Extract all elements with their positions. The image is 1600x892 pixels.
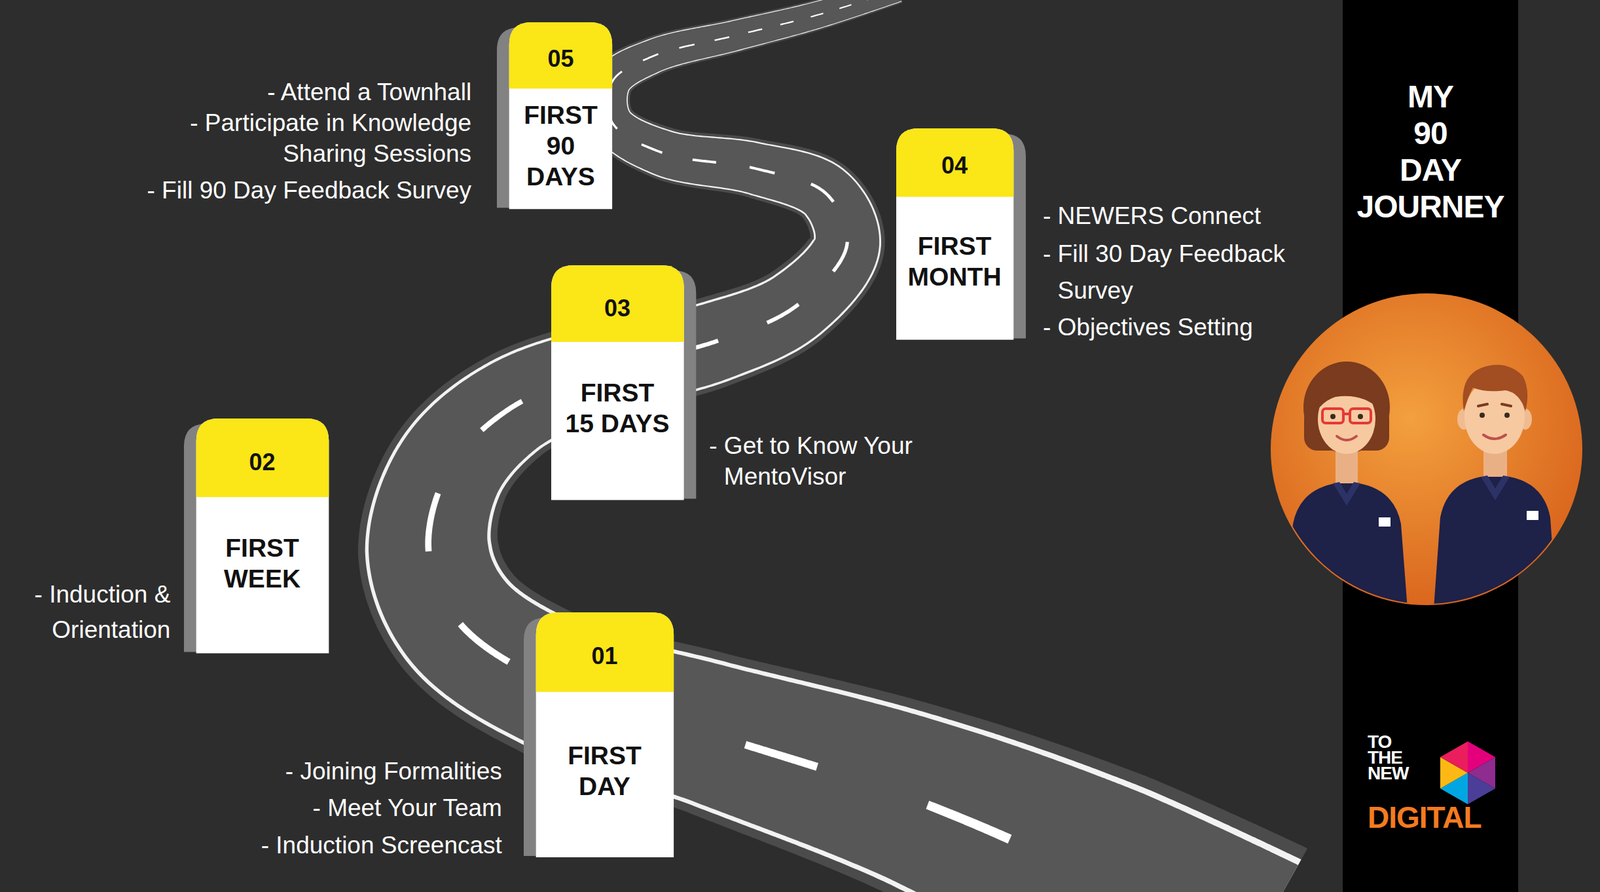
road-center-dash: [479, 398, 524, 433]
sign-face: [509, 22, 613, 209]
sign-cap: [551, 265, 685, 342]
bullet-item: - Induction & Orientation: [7, 576, 171, 649]
logo-text: TO THE NEW: [1367, 733, 1466, 782]
milestone-sign: 01FIRST DAY: [523, 612, 674, 857]
glasses: [1349, 408, 1371, 423]
road-center-dash: [866, 0, 879, 1]
bullet-item: - Meet Your Team: [312, 789, 503, 827]
sign-number: 03: [551, 295, 685, 322]
shirt-logo: [1378, 517, 1391, 527]
sign-face: [195, 418, 329, 653]
gem-facet: [1467, 772, 1496, 804]
eyebrows: [1478, 403, 1511, 406]
road-center-dash: [458, 621, 511, 665]
sign-title: FIRST WEEK: [206, 532, 319, 594]
milestone-sign: 03FIRST 15 DAYS: [551, 265, 696, 500]
glasses: [1343, 412, 1350, 416]
bullet-item: - Joining Formalities: [285, 752, 503, 790]
sign-title: FIRST 15 DAYS: [563, 377, 672, 439]
road-center-dash: [744, 741, 819, 771]
bullet-item: - Participate in Knowledge Sharing Sessi…: [134, 108, 472, 170]
road-center-dash: [749, 165, 776, 175]
road-center-dash: [642, 53, 659, 61]
people-illustration: [1286, 361, 1557, 609]
road-center-dash: [839, 3, 852, 10]
hair: [1303, 361, 1390, 454]
hair: [1462, 364, 1528, 412]
sign-number: 02: [195, 449, 329, 476]
road-center-dash: [424, 492, 441, 552]
milestone-sign: 02FIRST WEEK: [183, 418, 329, 653]
eye: [1479, 412, 1485, 418]
road-edge-line: [365, 0, 1302, 892]
road-center-dash: [832, 241, 850, 273]
bullet-item: - Objectives Setting: [1042, 309, 1254, 346]
bullet-item: - Fill 90 Day Feedback Survey: [147, 175, 473, 207]
sign-title: FIRST 90 DAYS: [514, 99, 607, 192]
sign-face: [551, 265, 685, 500]
logo-gem: [1440, 741, 1496, 804]
bullet-item: - Attend a Townhall: [267, 77, 472, 109]
road-center-dash: [810, 12, 824, 18]
road-center-dash: [640, 143, 663, 154]
sign-cap: [195, 418, 329, 497]
road-center-dash: [925, 800, 1012, 844]
mouth: [1336, 436, 1357, 440]
shirt-logo: [1526, 510, 1539, 520]
milestone-sign: 05FIRST 90 DAYS: [496, 22, 613, 209]
road-center-dash: [780, 20, 795, 26]
journey-title: MY 90 DAY JOURNEY: [1342, 78, 1519, 226]
road-surface: [368, 0, 1299, 892]
sign-face: [535, 612, 673, 857]
road-center-dash: [766, 302, 800, 325]
collar: [1332, 481, 1361, 506]
bullet-item: - Fill 30 Day Feedback Survey: [1042, 235, 1329, 310]
road-center-dash: [714, 36, 730, 41]
eye: [1357, 413, 1364, 419]
sign-cap: [535, 612, 673, 692]
bullet-item: - NEWERS Connect: [1042, 197, 1261, 235]
gem-facet: [1440, 741, 1468, 773]
eye: [1330, 413, 1336, 419]
sign-number: 04: [896, 152, 1014, 179]
sign-cap: [509, 22, 613, 89]
sign-number: 05: [509, 45, 613, 73]
mouth: [1483, 434, 1506, 439]
road-center-dash: [748, 28, 763, 33]
sign-number: 01: [535, 642, 673, 670]
road-center-dash: [678, 43, 695, 50]
eye: [1504, 412, 1510, 418]
bangs: [1316, 373, 1379, 412]
road-center-dash: [810, 182, 835, 203]
road-center-dash: [692, 158, 717, 164]
logo-text: DIGITAL: [1367, 801, 1482, 833]
sign-title: FIRST MONTH: [901, 230, 1008, 292]
milestone-sign: 04FIRST MONTH: [896, 128, 1026, 340]
bullet-item: - Get to Know Your MentoVisor: [709, 430, 954, 493]
collar: [1480, 475, 1510, 501]
glasses: [1322, 408, 1344, 423]
sign-title: FIRST DAY: [548, 739, 661, 802]
sign-cap: [896, 128, 1014, 197]
bullet-item: - Induction Screencast: [261, 826, 503, 864]
sign-face: [896, 128, 1014, 340]
